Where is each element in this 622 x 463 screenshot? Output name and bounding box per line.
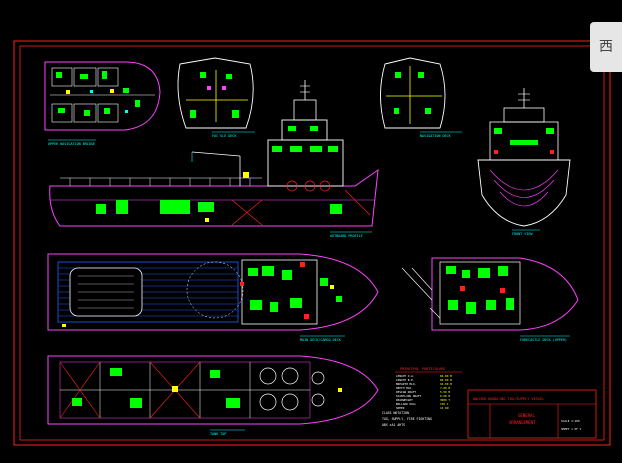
navigation-deck-view: NAVIGATION DECK bbox=[380, 57, 462, 138]
nav-deck-view-label: NAVIGATION DECK bbox=[420, 134, 452, 138]
side-panel-tab[interactable]: 西 bbox=[590, 22, 622, 72]
note-line-3: ABS ±A1 AHTS bbox=[382, 423, 405, 427]
note-line-2: TUG, SUPPLY, FIRE FIGHTING bbox=[382, 417, 432, 421]
particular-label: DEADWEIGHT bbox=[396, 398, 413, 402]
drawing-title-line-2: ARRANGEMENT bbox=[509, 420, 536, 425]
sheet-border bbox=[13, 40, 611, 446]
bridge-plan-view: UPPER NAVIGATION BRIDGE bbox=[44, 61, 161, 146]
forecastle-deck-view: FORECASTLE DECK (UPPER) bbox=[401, 257, 579, 342]
particular-value: 60.00 M bbox=[440, 378, 452, 382]
vessel-name: ANCHOR HANDLING TUG/SUPPLY VESSEL bbox=[473, 397, 544, 401]
particular-label: LENGTH O.A. bbox=[396, 374, 415, 378]
bridge-view-label: UPPER NAVIGATION BRIDGE bbox=[48, 142, 95, 146]
particular-value: 6.00 M bbox=[440, 394, 450, 398]
profile-view-label: OUTBOARD PROFILE bbox=[330, 234, 363, 238]
main-deck-plan-view: MAIN DECK/CARGO DECK bbox=[47, 253, 379, 342]
particular-value: 7.00 M bbox=[440, 386, 450, 390]
sheet-number: SHEET 1 OF 1 bbox=[561, 427, 582, 431]
tank-top-view-label: TANK TOP bbox=[210, 432, 226, 436]
particular-label: BOLLARD PULL bbox=[396, 402, 417, 406]
drawing-title-line-1: GENERAL bbox=[518, 413, 535, 418]
class-notes: CLASS NOTATION TUG, SUPPLY, FIRE FIGHTIN… bbox=[382, 411, 432, 427]
particular-value: 5.50 M bbox=[440, 390, 450, 394]
particular-value: 14 KN bbox=[440, 406, 449, 410]
particular-value: 16.00 M bbox=[440, 382, 452, 386]
particular-value: 66.80 M bbox=[440, 374, 452, 378]
main-deck-view-label: MAIN DECK/CARGO DECK bbox=[300, 338, 342, 342]
focsle-view-label: FOC'SLE DECK bbox=[212, 134, 237, 138]
particular-value: 150 T bbox=[440, 402, 449, 406]
particular-label: SPEED bbox=[396, 406, 405, 410]
front-view-label: FRONT VIEW bbox=[512, 232, 533, 236]
front-view: FRONT VIEW bbox=[477, 88, 571, 236]
particulars-header: PRINCIPAL PARTICULARS bbox=[400, 367, 445, 371]
note-line-1: CLASS NOTATION bbox=[382, 411, 409, 415]
particular-label: BREADTH MLD. bbox=[396, 382, 417, 386]
forecastle-view-label: FORECASTLE DECK (UPPER) bbox=[520, 338, 567, 342]
tank-top-view: TANK TOP bbox=[47, 355, 379, 436]
outboard-profile-view: OUTBOARD PROFILE bbox=[49, 80, 379, 238]
scale-label: SCALE 1:100 bbox=[561, 419, 580, 423]
particular-value: 3000 T bbox=[440, 398, 450, 402]
particular-label: LENGTH B.P. bbox=[396, 378, 415, 382]
particular-label: SCANTLING DRAFT bbox=[396, 394, 422, 398]
particular-label: DESIGN DRAFT bbox=[396, 390, 417, 394]
title-block: ANCHOR HANDLING TUG/SUPPLY VESSEL GENERA… bbox=[467, 389, 597, 439]
particulars-table: PRINCIPAL PARTICULARS LENGTH O.A. 66.80 M… bbox=[395, 367, 462, 410]
particular-label: DEPTH MLD. bbox=[396, 386, 413, 390]
focsle-deck-view: FOC'SLE DECK bbox=[177, 57, 255, 138]
